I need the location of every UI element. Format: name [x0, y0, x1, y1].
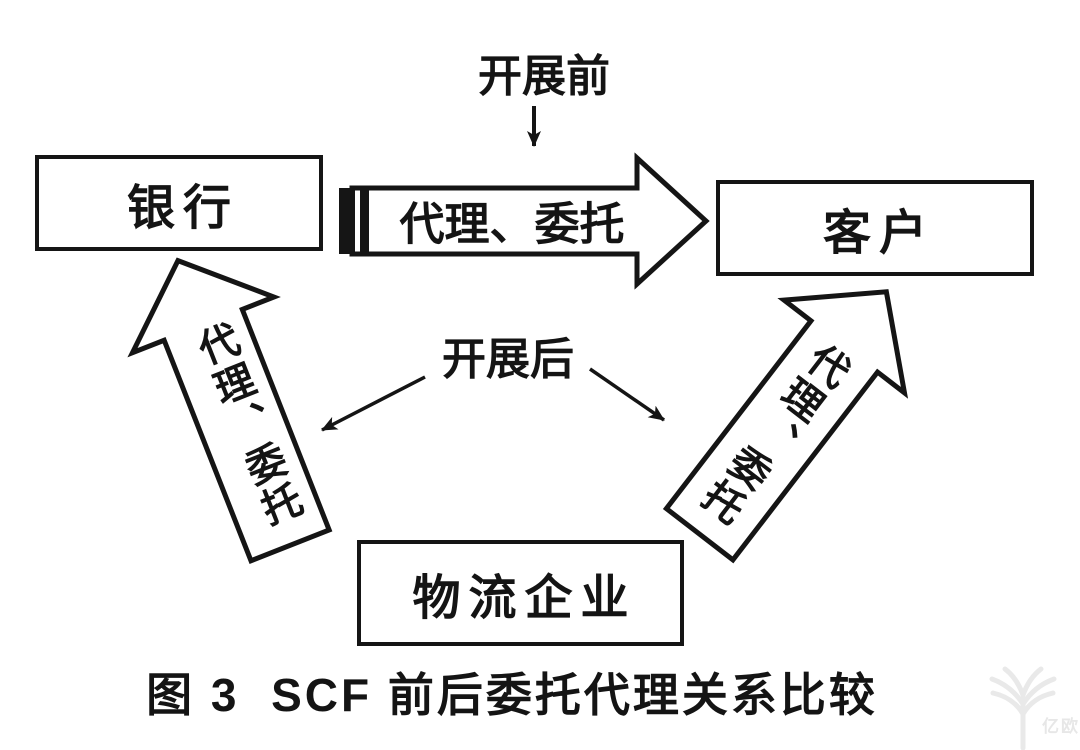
label-after-scf: 开展后 [442, 335, 574, 384]
node-customer-label: 客户 [822, 207, 935, 260]
watermark-logo-icon [989, 666, 1057, 750]
node-bank: 银行 [35, 155, 323, 251]
agency-arrow-to-customer [662, 289, 909, 564]
node-bank-label: 银行 [126, 182, 239, 235]
node-logistics-label: 物流企业 [412, 572, 637, 625]
agency-arrow-to-bank [127, 257, 333, 564]
watermark-text: 亿欧 [1042, 717, 1080, 736]
relation-label-bank-customer: 代理、委托 [399, 198, 625, 250]
before-arrow-start-bars [339, 188, 369, 254]
label-before-scf: 开展前 [478, 52, 610, 101]
figure-caption: 图 3 SCF 前后委托代理关系比较 [146, 669, 878, 721]
after-pointer-left [321, 375, 426, 432]
node-logistics: 物流企业 [357, 540, 684, 646]
node-customer: 客户 [716, 180, 1034, 276]
before-block-arrow [349, 152, 710, 290]
after-pointer-right [589, 367, 665, 422]
